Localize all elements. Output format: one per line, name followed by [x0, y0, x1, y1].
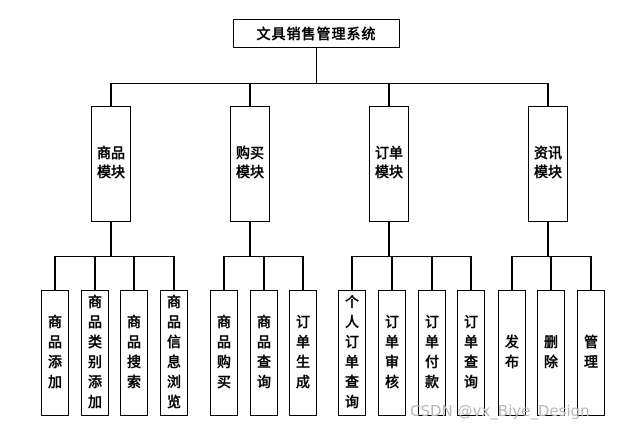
- module-node-4: 资讯 模块: [528, 106, 568, 222]
- leaf-label: 订单付款: [425, 315, 439, 391]
- leaf-label: 商品类别添加: [88, 295, 102, 411]
- leaf-node: 管理: [577, 290, 605, 416]
- connector-leaf: [431, 256, 433, 290]
- connector-leaf: [470, 256, 472, 290]
- leaf-node: 商品添加: [41, 290, 69, 416]
- connector-root-down: [315, 48, 318, 83]
- connector-module-bus: [111, 83, 548, 85]
- leaf-node: 发布: [498, 290, 526, 416]
- leaf-label: 发布: [505, 335, 519, 371]
- connector-leaf: [391, 256, 393, 290]
- connector-module-4: [547, 83, 549, 106]
- module-label: 购买 模块: [236, 146, 264, 181]
- leaf-label: 商品搜索: [127, 315, 141, 391]
- watermark: CSDN @vx_Biye_Design: [410, 402, 590, 420]
- module-node-1: 商品 模块: [91, 106, 131, 222]
- leaf-node: 商品搜索: [120, 290, 148, 416]
- connector-module-4-down: [547, 222, 549, 256]
- leaf-label: 删除: [544, 335, 558, 371]
- connector-leaf: [223, 256, 225, 290]
- connector-module-1: [110, 83, 112, 106]
- connector-leaf: [263, 256, 265, 290]
- connector-leaf: [550, 256, 552, 290]
- module-label: 订单 模块: [375, 146, 403, 181]
- connector-leaf: [590, 256, 592, 290]
- leaf-node: 订单查询: [457, 290, 485, 416]
- connector-leaf-bus-3: [352, 256, 471, 258]
- leaf-label: 商品查询: [257, 315, 271, 391]
- connector-leaf: [351, 256, 353, 290]
- module-node-3: 订单 模块: [369, 106, 409, 222]
- leaf-label: 商品购买: [217, 315, 231, 391]
- leaf-node: 个人订单查询: [338, 290, 366, 416]
- connector-leaf: [94, 256, 96, 290]
- connector-leaf: [511, 256, 513, 290]
- leaf-label: 管理: [584, 335, 598, 371]
- connector-leaf: [302, 256, 304, 290]
- leaf-label: 订单生成: [296, 315, 310, 391]
- leaf-label: 商品添加: [48, 315, 62, 391]
- connector-module-1-down: [110, 222, 112, 256]
- root-label: 文具销售管理系统: [256, 26, 377, 43]
- leaf-label: 个人订单查询: [345, 295, 359, 411]
- root-node: 文具销售管理系统: [233, 19, 400, 48]
- connector-leaf: [133, 256, 135, 290]
- connector-module-2: [249, 83, 251, 106]
- module-node-2: 购买 模块: [230, 106, 270, 222]
- connector-leaf-bus-1: [55, 256, 174, 258]
- leaf-node: 商品类别添加: [81, 290, 109, 416]
- leaf-node: 商品购买: [210, 290, 238, 416]
- module-label: 资讯 模块: [534, 146, 562, 181]
- leaf-label: 商品信息浏览: [167, 295, 181, 411]
- connector-module-3: [388, 83, 390, 106]
- connector-module-2-down: [249, 222, 251, 256]
- leaf-node: 订单审核: [378, 290, 406, 416]
- leaf-node: 订单生成: [289, 290, 317, 416]
- leaf-label: 订单查询: [464, 315, 478, 391]
- connector-module-3-down: [388, 222, 390, 256]
- leaf-node: 商品查询: [250, 290, 278, 416]
- leaf-node: 订单付款: [418, 290, 446, 416]
- leaf-node: 删除: [537, 290, 565, 416]
- connector-leaf: [173, 256, 175, 290]
- connector-leaf: [54, 256, 56, 290]
- module-label: 商品 模块: [97, 146, 125, 181]
- leaf-node: 商品信息浏览: [160, 290, 188, 416]
- leaf-label: 订单审核: [385, 315, 399, 391]
